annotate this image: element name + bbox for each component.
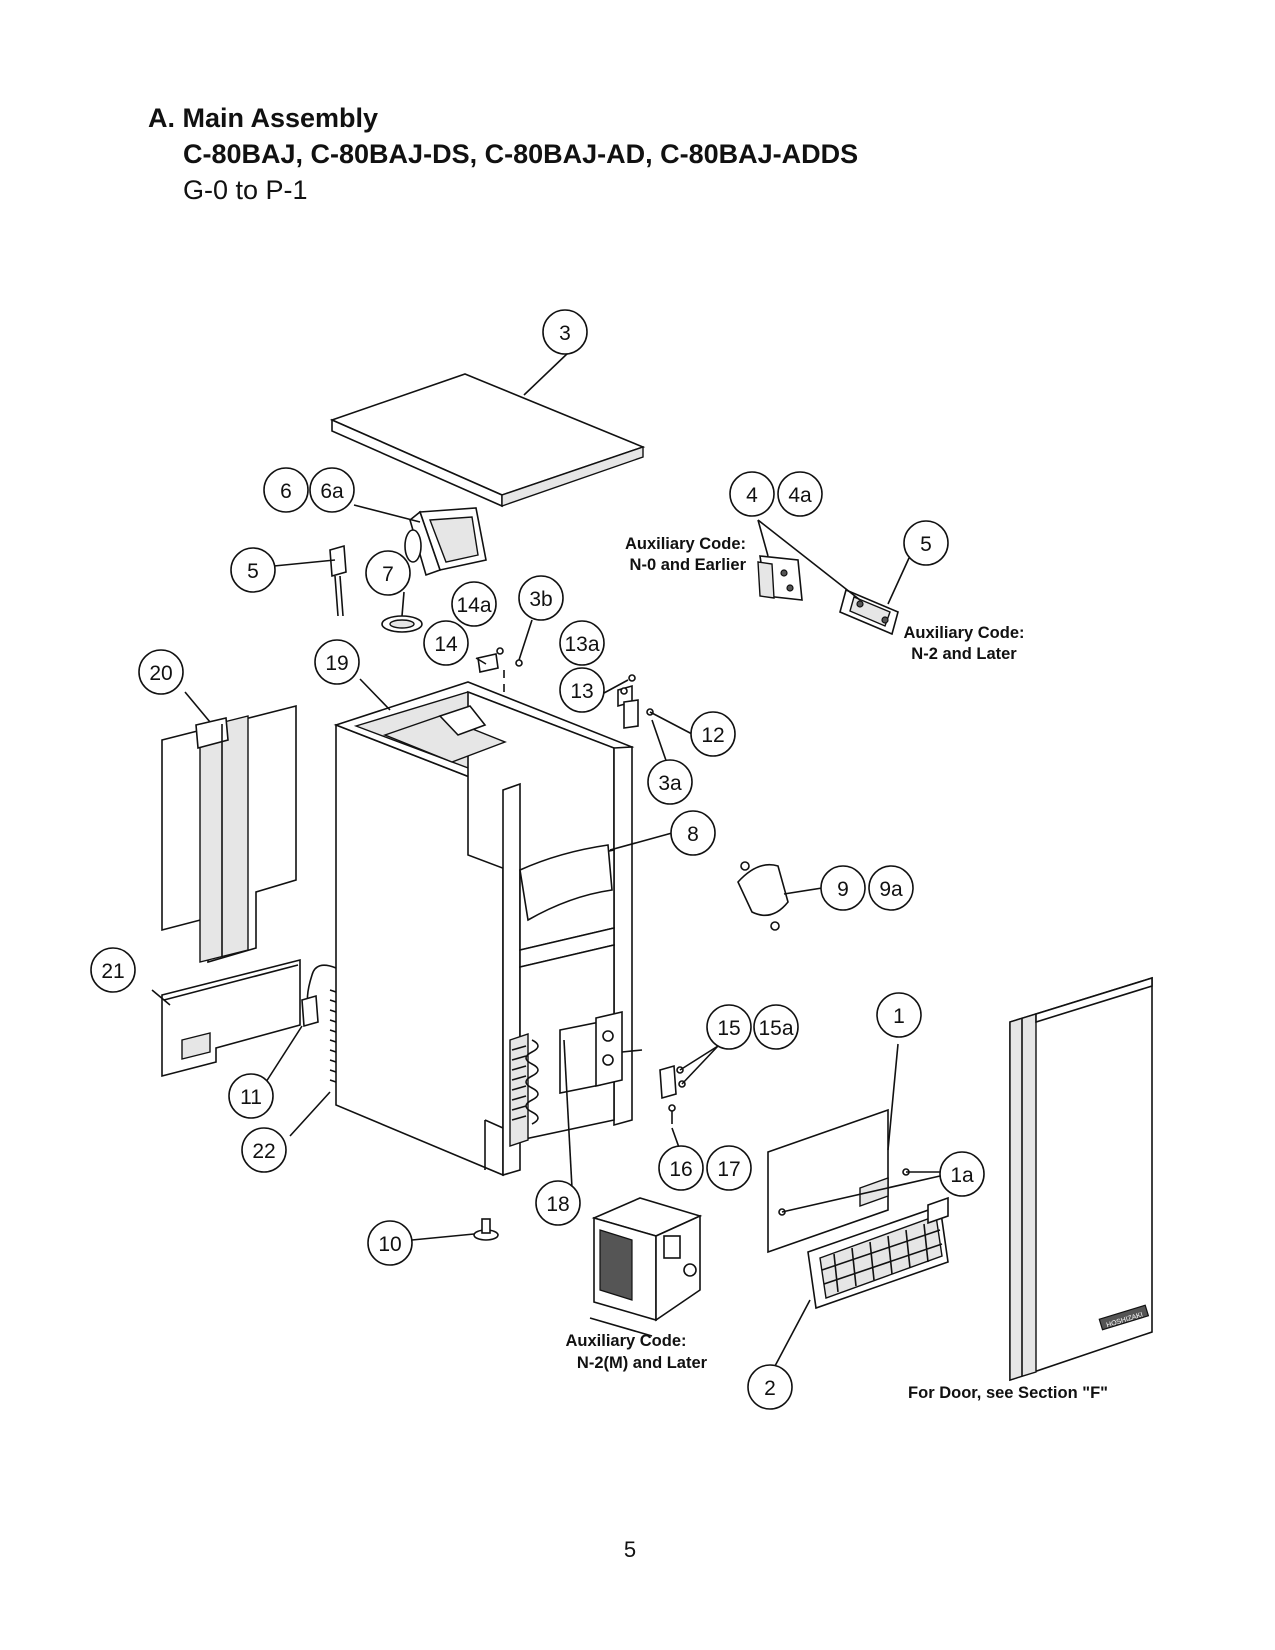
section-title: A. Main Assembly — [148, 103, 379, 133]
svg-text:20: 20 — [149, 662, 172, 685]
callout-22: 22 — [241, 1127, 287, 1173]
svg-text:7: 7 — [382, 563, 394, 586]
callout-20: 20 — [138, 649, 184, 695]
front-panel — [767, 1108, 910, 1254]
svg-text:6a: 6a — [320, 480, 344, 503]
bin-baffle — [519, 844, 613, 922]
page-number: 5 — [623, 1537, 637, 1562]
callout-13a: 13a — [559, 620, 605, 666]
callout-6a: 6a — [309, 467, 355, 513]
leader-lines — [151, 351, 941, 1367]
callout-4: 4 — [729, 471, 775, 517]
svg-text:8: 8 — [687, 823, 699, 846]
svg-text:5: 5 — [920, 533, 932, 556]
svg-text:22: 22 — [252, 1140, 275, 1163]
gasket — [381, 615, 423, 633]
svg-text:19: 19 — [325, 652, 348, 675]
top-panel — [329, 373, 646, 508]
svg-text:3: 3 — [559, 322, 571, 345]
svg-text:2: 2 — [764, 1377, 776, 1400]
lower-rear-panel — [161, 958, 301, 1078]
compressor-unit — [589, 1197, 703, 1337]
aux-code-early-line1: Auxiliary Code: — [625, 535, 746, 553]
hinge-late — [839, 588, 899, 636]
callout-3: 3 — [542, 309, 588, 355]
aux-code-m-line1: Auxiliary Code: — [565, 1332, 686, 1350]
callout-3b: 3b — [518, 575, 564, 621]
svg-text:14: 14 — [434, 633, 458, 656]
model-list: C-80BAJ, C-80BAJ-DS, C-80BAJ-AD, C-80BAJ… — [183, 139, 859, 169]
callout-8: 8 — [670, 810, 716, 856]
svg-text:3b: 3b — [529, 588, 552, 611]
aux-code-late-line2: N-2 and Later — [911, 645, 1017, 663]
svg-text:9: 9 — [837, 878, 849, 901]
callout-16: 16 — [658, 1145, 704, 1191]
aux-code-late-line1: Auxiliary Code: — [903, 624, 1024, 642]
callout-1a: 1a — [939, 1151, 985, 1197]
power-cord — [301, 964, 337, 1028]
callout-12: 12 — [690, 711, 736, 757]
bracket-left — [329, 544, 347, 617]
callout-14: 14 — [423, 620, 469, 666]
callout-10: 10 — [367, 1220, 413, 1266]
callout-13: 13 — [559, 667, 605, 713]
callout-6: 6 — [263, 467, 309, 513]
svg-text:15a: 15a — [758, 1017, 793, 1040]
hinge-early — [757, 555, 803, 601]
callout-17: 17 — [706, 1145, 752, 1191]
callout-5-right: 5 — [903, 520, 949, 566]
callout-11: 11 — [228, 1073, 274, 1119]
cabinet — [329, 681, 643, 1177]
callout-14a: 14a — [451, 581, 497, 627]
svg-text:16: 16 — [669, 1158, 692, 1181]
callout-4a: 4a — [777, 471, 823, 517]
svg-text:5: 5 — [247, 560, 259, 583]
aux-code-m-line2: N-2(M) and Later — [577, 1354, 708, 1372]
serial-range: G-0 to P-1 — [183, 175, 308, 205]
svg-text:4: 4 — [746, 484, 758, 507]
svg-text:10: 10 — [378, 1233, 401, 1256]
callout-3a: 3a — [647, 759, 693, 805]
callout-7: 7 — [365, 550, 411, 596]
svg-text:1: 1 — [893, 1005, 905, 1028]
louver-grille — [807, 1196, 949, 1310]
adjustable-leg — [473, 1218, 499, 1241]
callout-9a: 9a — [868, 865, 914, 911]
svg-text:18: 18 — [546, 1193, 569, 1216]
svg-text:4a: 4a — [788, 484, 812, 507]
svg-text:13a: 13a — [564, 633, 599, 656]
callout-15a: 15a — [753, 1004, 799, 1050]
callout-18: 18 — [535, 1180, 581, 1226]
svg-text:13: 13 — [570, 680, 593, 703]
svg-text:12: 12 — [701, 724, 724, 747]
bracket-hardware — [659, 1064, 686, 1124]
svg-text:9a: 9a — [879, 878, 903, 901]
svg-text:1a: 1a — [950, 1164, 974, 1187]
switch-cover — [737, 861, 789, 931]
rear-panel — [161, 704, 297, 964]
callout-1: 1 — [876, 992, 922, 1038]
callout-15: 15 — [706, 1004, 752, 1050]
svg-text:3a: 3a — [658, 772, 682, 795]
callout-9: 9 — [820, 865, 866, 911]
svg-text:11: 11 — [240, 1086, 262, 1109]
door-note: For Door, see Section "F" — [908, 1384, 1108, 1402]
svg-text:15: 15 — [717, 1017, 740, 1040]
callout-2: 2 — [747, 1364, 793, 1410]
svg-text:17: 17 — [717, 1158, 740, 1181]
svg-text:6: 6 — [280, 480, 292, 503]
svg-text:14a: 14a — [456, 594, 491, 617]
callout-21: 21 — [90, 947, 136, 993]
callout-19: 19 — [314, 639, 360, 685]
svg-text:21: 21 — [101, 960, 124, 983]
aux-code-early-line2: N-0 and Earlier — [630, 556, 747, 574]
callout-5-left: 5 — [230, 547, 276, 593]
door — [1009, 976, 1153, 1382]
ice-chute — [404, 507, 487, 577]
